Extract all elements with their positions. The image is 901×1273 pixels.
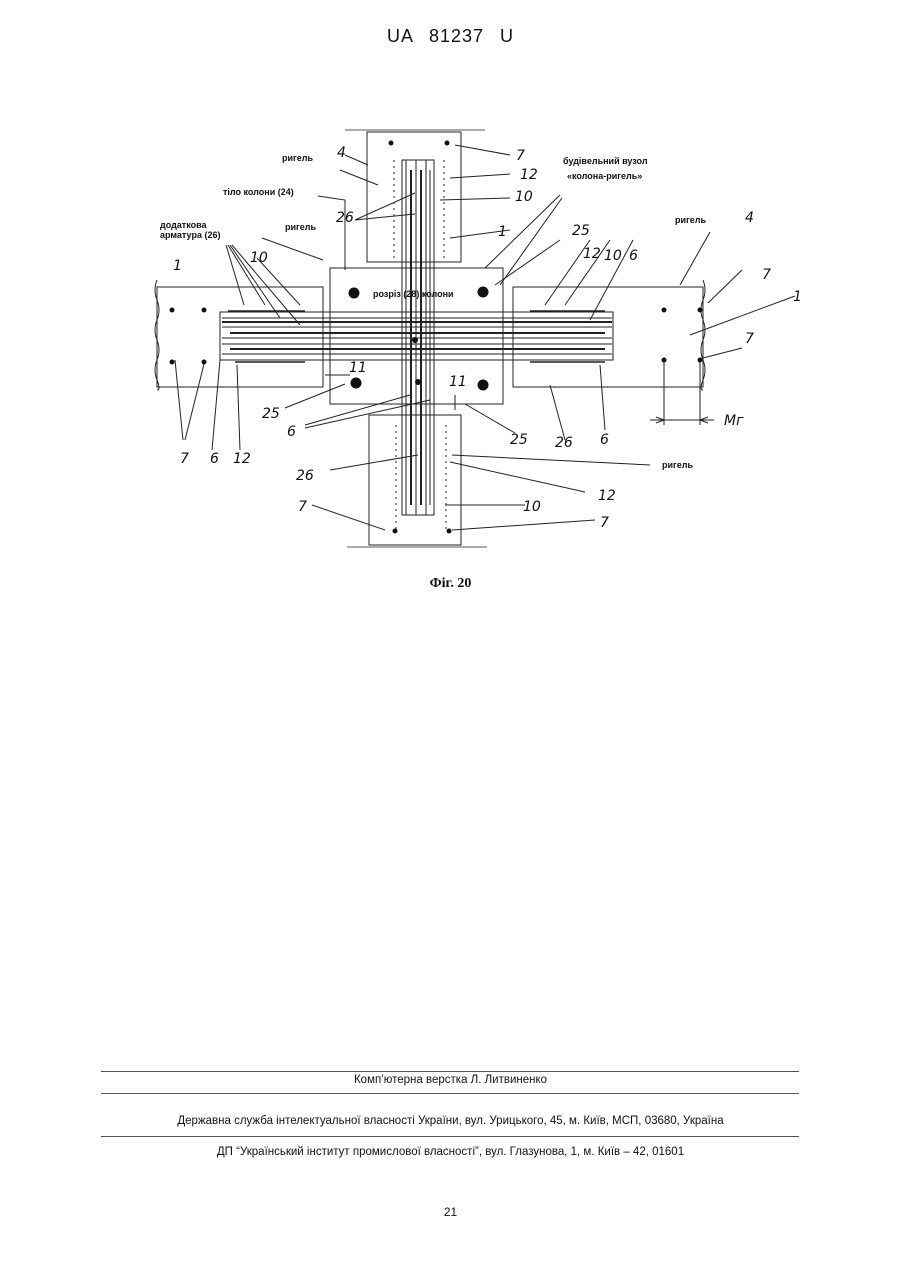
num-7: 7 — [600, 515, 609, 531]
figure-caption: Фіг. 20 — [0, 576, 901, 592]
divider — [101, 1093, 799, 1094]
num-4: 4 — [745, 210, 754, 226]
label-node-1: будівельний вузол — [563, 156, 648, 166]
top-beam — [367, 132, 461, 262]
left-beam — [157, 287, 323, 387]
label-section: розріз (28) колони — [373, 289, 454, 299]
label-extra-rebar-1: додаткова — [160, 220, 208, 230]
num-7: 7 — [745, 331, 754, 347]
label-mg: Mг — [724, 413, 744, 429]
num-10: 10 — [523, 499, 541, 515]
label-extra-rebar-2: арматура (26) — [160, 230, 220, 240]
num-26: 26 — [336, 210, 354, 226]
office-address: Державна служба інтелектуальної власност… — [0, 1115, 901, 1127]
divider — [101, 1136, 799, 1137]
num-1: 1 — [498, 224, 507, 240]
bottom-beam — [369, 415, 461, 545]
num-26: 26 — [296, 468, 314, 484]
divider — [101, 1071, 799, 1072]
technical-drawing: ригель тіло колони (24) будівельний вузо… — [0, 0, 901, 600]
num-12: 12 — [233, 451, 251, 467]
num-11: 11 — [449, 374, 467, 390]
num-25: 25 — [262, 406, 280, 422]
label-rigel-bottom: ригель — [662, 460, 694, 470]
num-1: 1 — [173, 258, 182, 274]
num-25: 25 — [572, 223, 590, 239]
label-rigel-top: ригель — [282, 153, 314, 163]
num-4: 4 — [337, 145, 346, 161]
num-6: 6 — [629, 248, 638, 264]
institute-address: ДП “Український інститут промислової вла… — [0, 1146, 901, 1158]
num-7: 7 — [298, 499, 307, 515]
num-10: 10 — [515, 189, 533, 205]
num-25: 25 — [510, 432, 528, 448]
num-1: 1 — [793, 289, 802, 305]
num-6: 6 — [287, 424, 296, 440]
num-7: 7 — [516, 148, 525, 164]
num-11: 11 — [349, 360, 367, 376]
num-12: 12 — [583, 246, 601, 262]
num-12: 12 — [520, 167, 538, 183]
label-rigel-left: ригель — [285, 222, 317, 232]
num-26: 26 — [555, 435, 573, 451]
num-12: 12 — [598, 488, 616, 504]
num-10: 10 — [250, 250, 268, 266]
right-beam — [513, 287, 703, 387]
num-7: 7 — [762, 267, 771, 283]
page-number: 21 — [0, 1205, 901, 1219]
label-rigel-right: ригель — [675, 215, 707, 225]
num-6: 6 — [210, 451, 219, 467]
label-node-2: «колона-ригель» — [567, 171, 642, 181]
num-7: 7 — [180, 451, 189, 467]
typesetting-credit: Комп’ютерна верстка Л. Литвиненко — [0, 1074, 901, 1086]
num-10: 10 — [604, 248, 622, 264]
num-6: 6 — [600, 432, 609, 448]
label-column-body: тіло колони (24) — [223, 187, 294, 197]
